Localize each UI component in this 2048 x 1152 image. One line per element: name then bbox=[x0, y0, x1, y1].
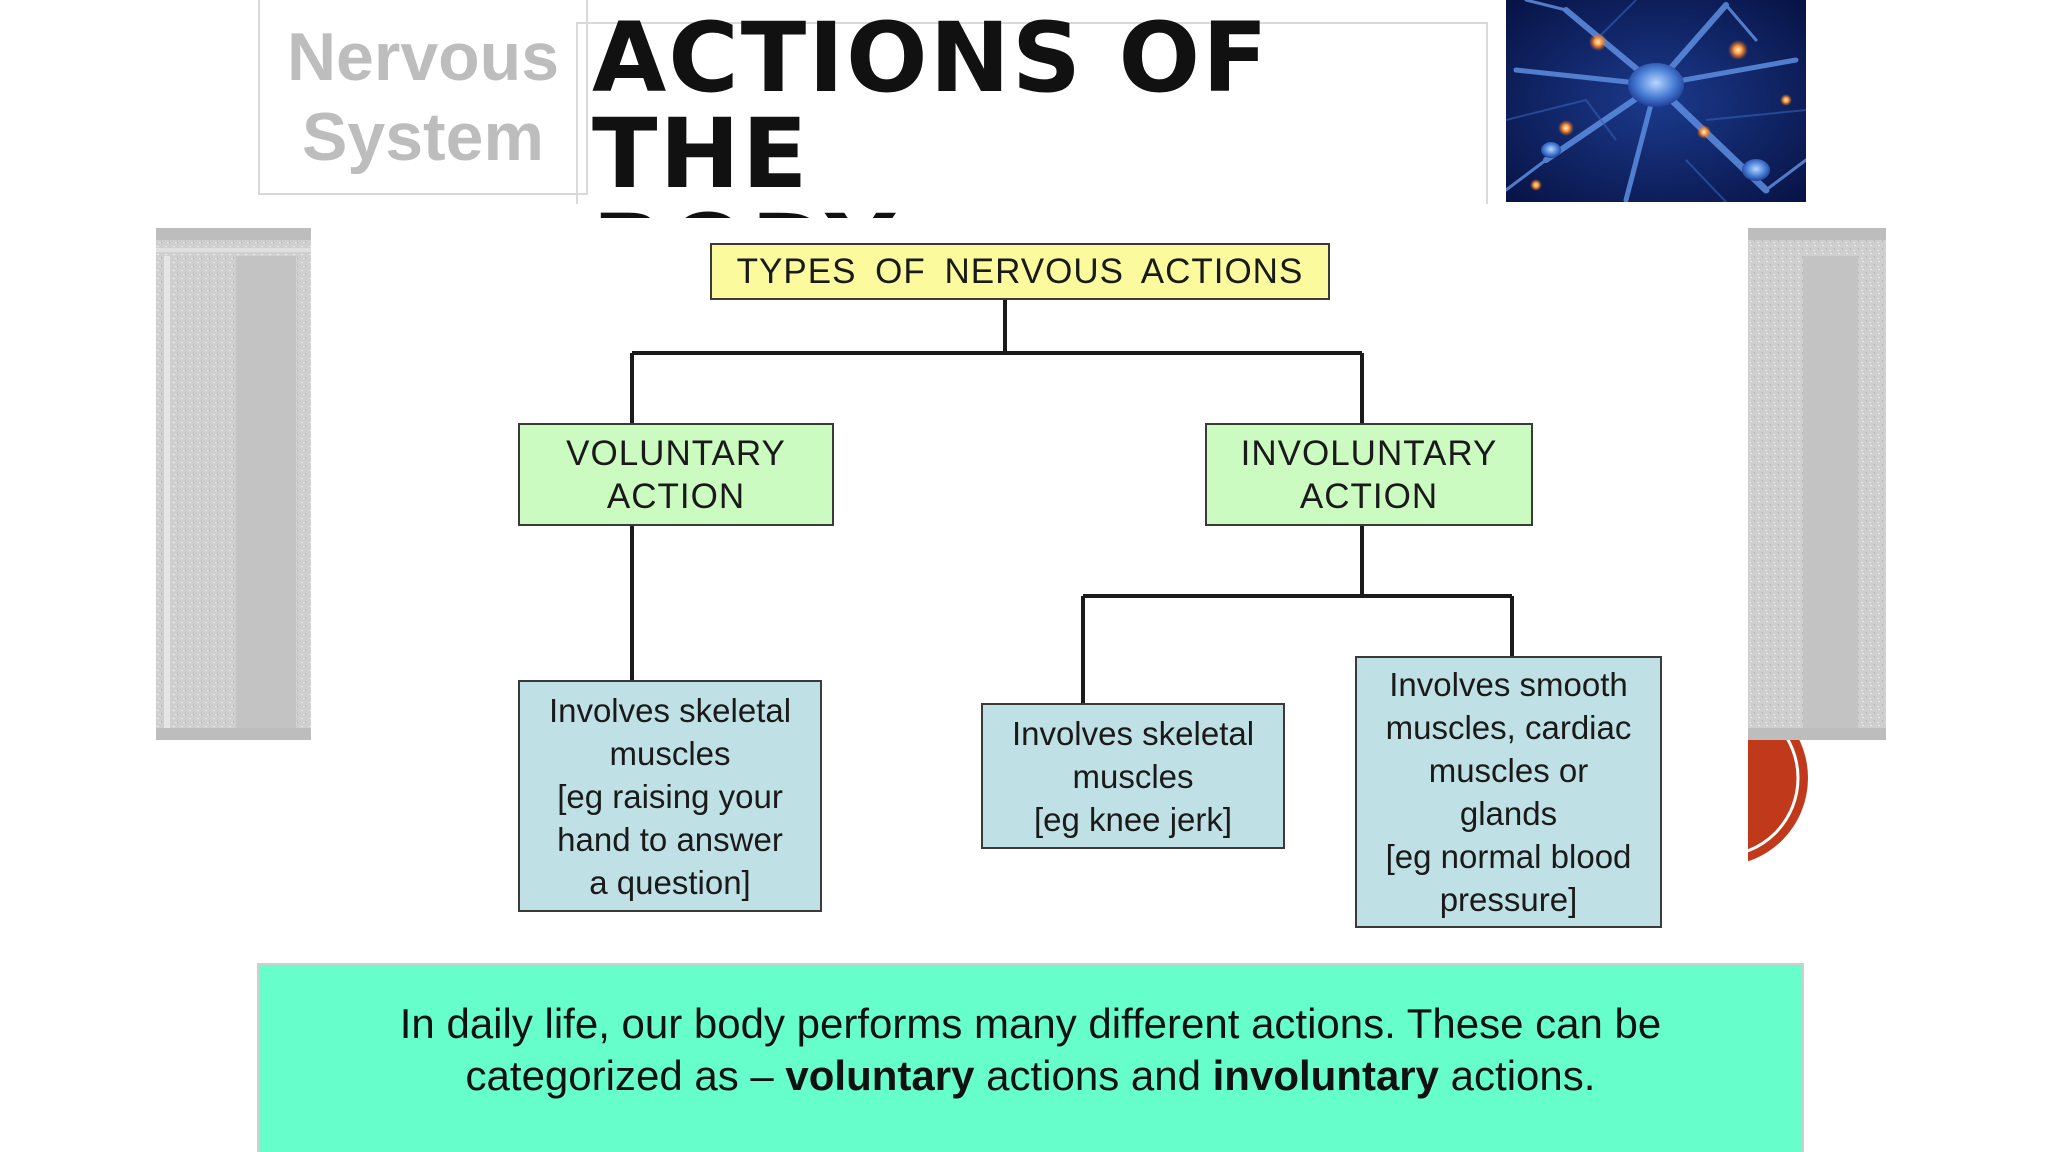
neuron-image bbox=[1506, 0, 1806, 202]
left-texture bbox=[156, 228, 311, 740]
node-types-of-nervous-actions: TYPES OF NERVOUS ACTIONS bbox=[710, 243, 1330, 300]
left-decorative-panel bbox=[156, 228, 311, 740]
caption-part3: actions. bbox=[1439, 1051, 1596, 1099]
caption-part1: In daily life, our body performs many di… bbox=[399, 999, 1662, 1099]
node-involuntary-leaf-right-text: Involves smooth muscles, cardiac muscles… bbox=[1385, 666, 1632, 918]
caption-box: In daily life, our body performs many di… bbox=[257, 963, 1804, 1152]
right-texture bbox=[1748, 228, 1886, 740]
right-decorative-panel bbox=[1748, 228, 1886, 740]
section-label-line1: Nervous bbox=[286, 18, 560, 95]
caption-text: In daily life, our body performs many di… bbox=[299, 998, 1762, 1102]
caption-bold-voluntary: voluntary bbox=[785, 1051, 975, 1099]
title-frame bbox=[576, 22, 1488, 204]
node-voluntary-action: VOLUNTARY ACTION bbox=[518, 423, 834, 526]
node-involuntary-smooth: Involves smooth muscles, cardiac muscles… bbox=[1355, 656, 1662, 928]
slide-title-line1: ACTIONS OF THE bbox=[592, 2, 1270, 210]
caption-bold-involuntary: involuntary bbox=[1212, 1051, 1440, 1099]
node-voluntary-skeletal: Involves skeletal muscles [eg raising yo… bbox=[518, 680, 822, 912]
node-involuntary-label: INVOLUNTARY ACTION bbox=[1240, 433, 1498, 516]
node-involuntary-action: INVOLUNTARY ACTION bbox=[1205, 423, 1533, 526]
caption-part2: actions and bbox=[974, 1051, 1213, 1099]
section-label-line2: System bbox=[302, 98, 544, 175]
diagram-connectors bbox=[630, 300, 1514, 705]
node-voluntary-label: VOLUNTARY ACTION bbox=[566, 433, 786, 516]
section-label: Nervous System bbox=[258, 0, 588, 195]
neuron-illustration bbox=[1506, 0, 1806, 202]
node-voluntary-leaf-text: Involves skeletal muscles [eg raising yo… bbox=[548, 691, 792, 901]
nervous-actions-diagram: TYPES OF NERVOUS ACTIONS VOLUNTARY ACTIO… bbox=[311, 218, 1748, 953]
node-involuntary-leaf-left-text: Involves skeletal muscles [eg knee jerk] bbox=[1011, 714, 1255, 838]
node-root-label: TYPES OF NERVOUS ACTIONS bbox=[736, 251, 1304, 291]
node-involuntary-skeletal: Involves skeletal muscles [eg knee jerk] bbox=[981, 703, 1285, 849]
